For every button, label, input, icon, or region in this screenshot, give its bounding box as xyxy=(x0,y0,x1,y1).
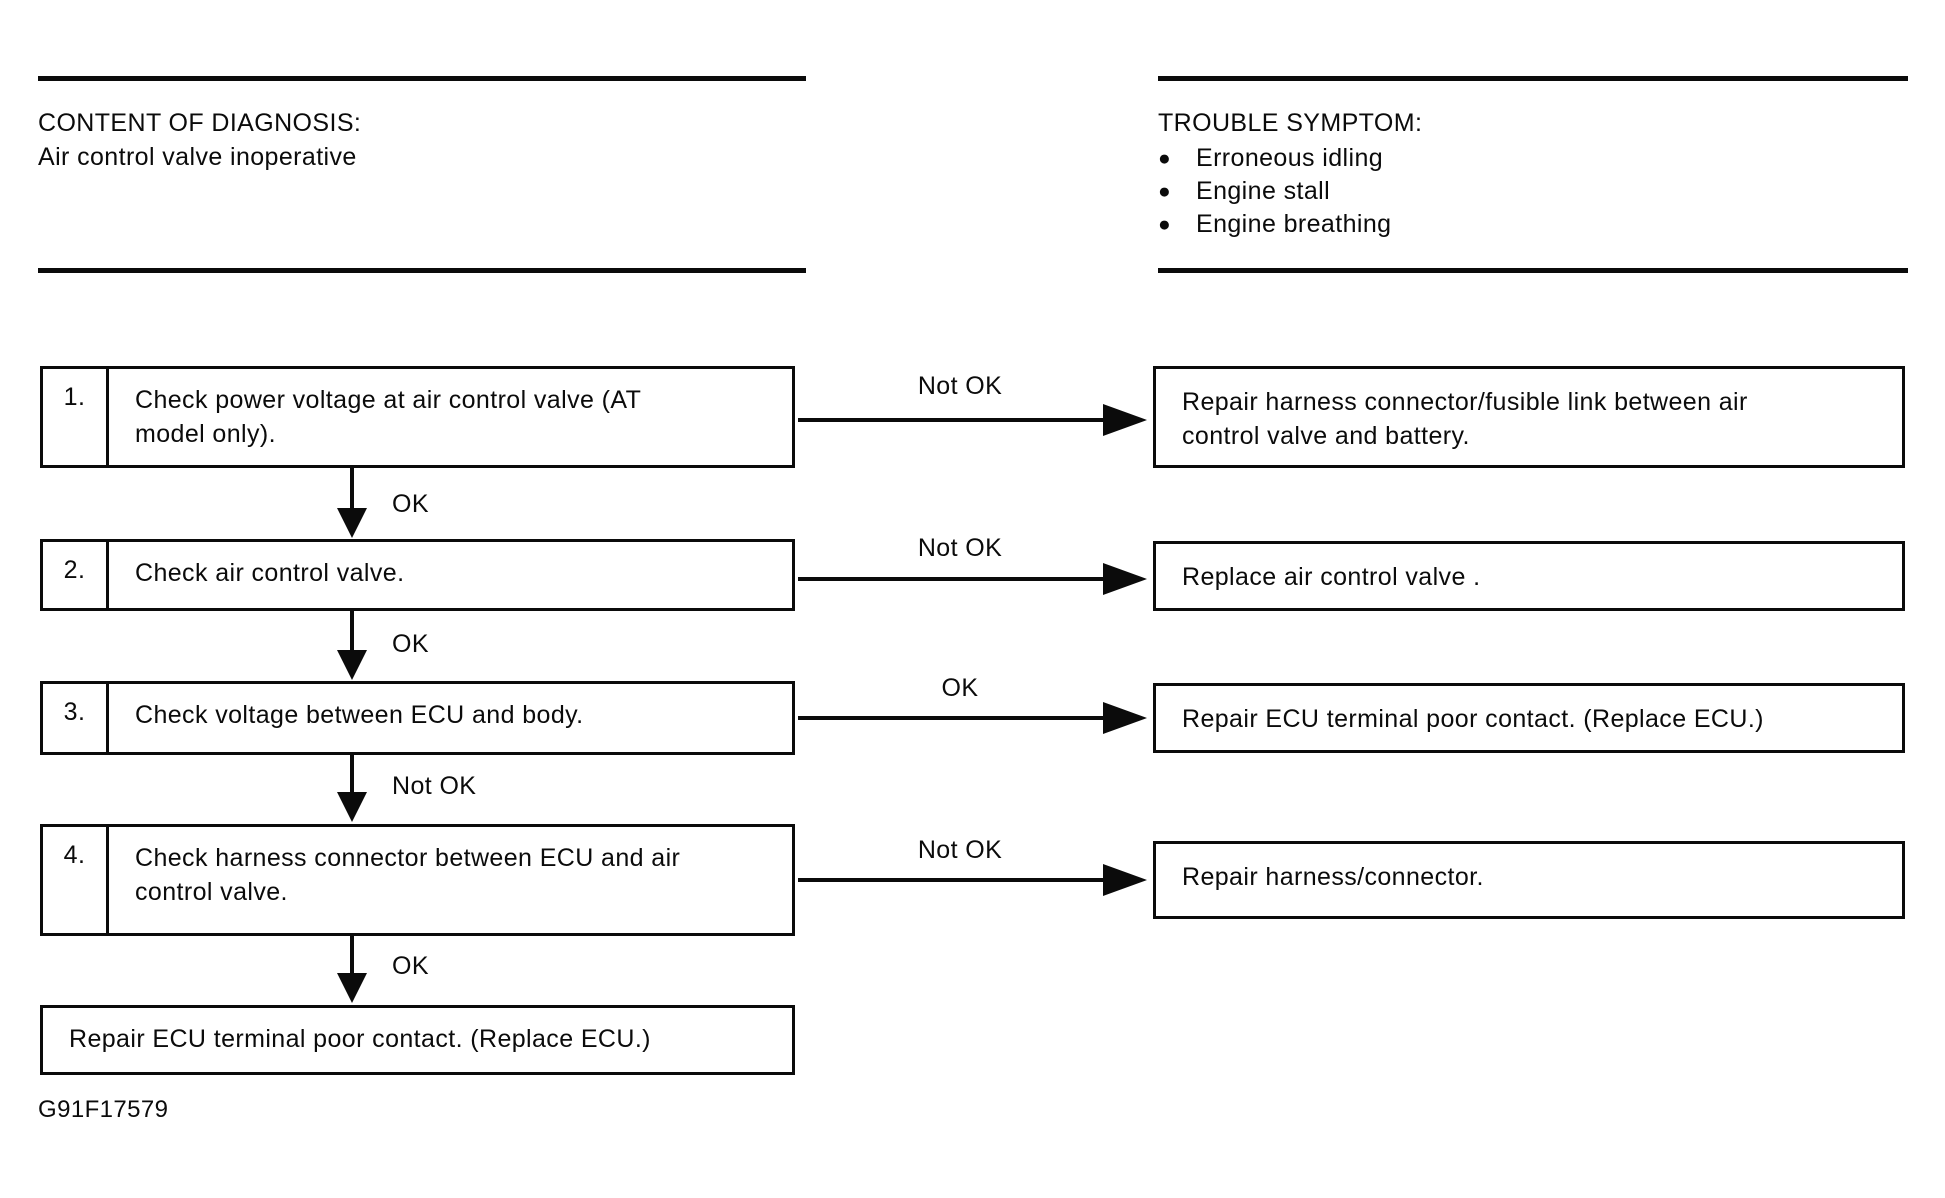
arrow-shaft xyxy=(350,468,354,510)
arrow-shaft xyxy=(798,577,1107,581)
step-4-box: 4. Check harness connector between ECU a… xyxy=(40,824,795,936)
symptom-text: Erroneous idling xyxy=(1196,144,1384,172)
trouble-symptom-title: TROUBLE SYMPTOM: xyxy=(1158,109,1423,137)
step-3-number: 3. xyxy=(43,684,109,752)
step-1-arrow-right-icon xyxy=(798,404,1147,436)
arrow-shaft xyxy=(798,878,1107,882)
step-4-next-label: OK xyxy=(392,952,429,980)
content-of-diagnosis-description: Air control valve inoperative xyxy=(38,143,357,171)
step-1-action-text: Repair harness connector/fusible link be… xyxy=(1182,388,1748,450)
symptom-item: ● Engine stall xyxy=(1158,175,1391,208)
final-action-text: Repair ECU terminal poor contact. (Repla… xyxy=(69,1025,651,1053)
step-1-box: 1. Check power voltage at air control va… xyxy=(40,366,795,468)
arrow-head xyxy=(337,650,367,680)
step-1-action-box: Repair harness connector/fusible link be… xyxy=(1153,366,1905,468)
step-2-next-label: OK xyxy=(392,630,429,658)
step-2-arrow-right-icon xyxy=(798,563,1147,595)
step-1-branch-label: Not OK xyxy=(917,372,1003,400)
content-of-diagnosis-title: CONTENT OF DIAGNOSIS: xyxy=(38,109,362,137)
step-4-instruction: Check harness connector between ECU and … xyxy=(135,844,681,906)
step-4-action-text: Repair harness/connector. xyxy=(1182,863,1484,891)
bullet-icon: ● xyxy=(1158,213,1172,236)
arrow-head xyxy=(1103,702,1147,734)
step-2-action-box: Replace air control valve . xyxy=(1153,541,1905,611)
step-1-number: 1. xyxy=(43,369,109,465)
step-2-arrow-down-icon xyxy=(337,611,367,680)
step-3-box: 3. Check voltage between ECU and body. xyxy=(40,681,795,755)
figure-id: G91F17579 xyxy=(38,1096,169,1123)
arrow-head xyxy=(337,973,367,1003)
symptom-item: ● Erroneous idling xyxy=(1158,142,1391,175)
arrow-shaft xyxy=(350,611,354,652)
step-1-instruction: Check power voltage at air control valve… xyxy=(135,386,642,448)
step-2-action-text: Replace air control valve . xyxy=(1182,563,1481,591)
step-2-box: 2. Check air control valve. xyxy=(40,539,795,611)
left-header-bottom-rule xyxy=(38,268,806,273)
step-4-branch-label: Not OK xyxy=(917,836,1003,864)
step-3-arrow-right-icon xyxy=(798,702,1147,734)
step-4-number: 4. xyxy=(43,827,109,933)
step-3-arrow-down-icon xyxy=(337,755,367,822)
trouble-symptom-list: ● Erroneous idling ● Engine stall ● Engine … xyxy=(1158,142,1391,241)
arrow-shaft xyxy=(798,418,1107,422)
arrow-shaft xyxy=(350,936,354,975)
step-4-arrow-down-icon xyxy=(337,936,367,1003)
left-header-top-rule xyxy=(38,76,806,81)
step-2-number: 2. xyxy=(43,542,109,608)
right-header-bottom-rule xyxy=(1158,268,1908,273)
arrow-shaft xyxy=(350,755,354,794)
step-4-action-box: Repair harness/connector. xyxy=(1153,841,1905,919)
arrow-head xyxy=(1103,864,1147,896)
step-4-arrow-right-icon xyxy=(798,864,1147,896)
right-header-top-rule xyxy=(1158,76,1908,81)
bullet-icon: ● xyxy=(1158,180,1172,203)
symptom-item: ● Engine breathing xyxy=(1158,208,1391,241)
symptom-text: Engine breathing xyxy=(1196,210,1392,238)
step-2-instruction: Check air control valve. xyxy=(135,559,405,587)
bullet-icon: ● xyxy=(1158,147,1172,170)
arrow-head xyxy=(337,508,367,538)
arrow-head xyxy=(1103,563,1147,595)
arrow-head xyxy=(337,792,367,822)
final-action-box: Repair ECU terminal poor contact. (Repla… xyxy=(40,1005,795,1075)
symptom-text: Engine stall xyxy=(1196,177,1331,205)
step-1-arrow-down-icon xyxy=(337,468,367,538)
arrow-shaft xyxy=(798,716,1107,720)
step-3-instruction: Check voltage between ECU and body. xyxy=(135,701,584,729)
step-3-action-box: Repair ECU terminal poor contact. (Repla… xyxy=(1153,683,1905,753)
step-2-branch-label: Not OK xyxy=(917,534,1003,562)
step-3-branch-label: OK xyxy=(941,674,979,702)
step-3-action-text: Repair ECU terminal poor contact. (Repla… xyxy=(1182,705,1764,733)
step-3-next-label: Not OK xyxy=(392,772,477,800)
arrow-head xyxy=(1103,404,1147,436)
step-1-next-label: OK xyxy=(392,490,429,518)
